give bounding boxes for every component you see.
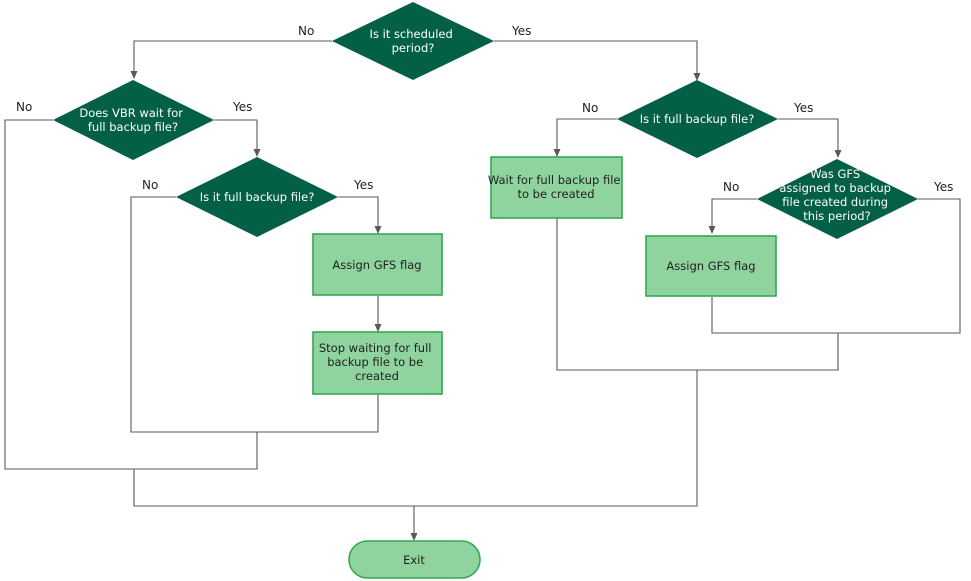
label-vbr-no: No <box>16 100 32 114</box>
label-full-right-no: No <box>582 101 598 115</box>
process-wait-full-backup-text: Wait for full backup file to be created <box>488 173 624 201</box>
connector-full-right-yes <box>778 118 842 158</box>
process-assign-gfs-left: Assign GFS flag <box>312 233 443 296</box>
terminal-exit-text: Exit <box>403 553 425 567</box>
connector-wait-to-merge <box>556 218 839 371</box>
branch-labels: No Yes No Yes No Yes No Yes No Yes <box>16 24 953 194</box>
decision-gfs-assigned: Was GFS assigned to backup file created … <box>757 159 918 239</box>
label-full-left-no: No <box>142 178 158 192</box>
process-assign-gfs-right: Assign GFS flag <box>645 235 777 297</box>
decision-vbr-wait-text: Does VBR wait for full backup file? <box>79 106 186 134</box>
connector-left-merge <box>133 370 698 507</box>
connector-full-right-no <box>553 118 617 157</box>
label-gfs-no: No <box>723 180 739 194</box>
connector-vbr-yes <box>214 119 261 157</box>
label-full-left-yes: Yes <box>353 178 373 192</box>
connector-vbr-no <box>4 119 258 470</box>
decision-vbr-wait: Does VBR wait for full backup file? <box>53 80 214 160</box>
process-stop-waiting-text: Stop waiting for full backup file to be … <box>319 341 435 383</box>
decision-full-backup-right: Is it full backup file? <box>617 80 778 158</box>
connector-scheduled-no <box>130 40 332 79</box>
process-assign-gfs-left-text: Assign GFS flag <box>332 258 421 272</box>
decision-full-backup-right-text: Is it full backup file? <box>640 112 755 126</box>
terminal-exit: Exit <box>348 540 481 579</box>
label-gfs-yes: Yes <box>933 180 953 194</box>
decision-full-backup-left-text: Is it full backup file? <box>200 190 315 204</box>
connector-lines <box>4 40 961 541</box>
process-assign-gfs-right-text: Assign GFS flag <box>666 259 755 273</box>
connector-gfs-no <box>708 198 757 234</box>
label-scheduled-no: No <box>298 24 314 38</box>
process-stop-waiting: Stop waiting for full backup file to be … <box>312 331 443 395</box>
label-vbr-yes: Yes <box>232 100 252 114</box>
label-scheduled-yes: Yes <box>511 24 531 38</box>
decision-scheduled: Is it scheduled period? <box>332 2 494 80</box>
connector-gfs-yes <box>711 198 961 334</box>
connector-full-left-yes <box>338 196 382 234</box>
decision-scheduled-text: Is it scheduled period? <box>370 27 457 55</box>
decision-full-backup-left: Is it full backup file? <box>176 157 338 237</box>
process-wait-full-backup: Wait for full backup file to be created <box>488 156 624 219</box>
connector-full-left-no <box>130 196 379 433</box>
connector-scheduled-yes <box>494 40 701 81</box>
decision-gfs-assigned-text: Was GFS assigned to backup file created … <box>779 167 894 223</box>
label-full-right-yes: Yes <box>793 101 813 115</box>
